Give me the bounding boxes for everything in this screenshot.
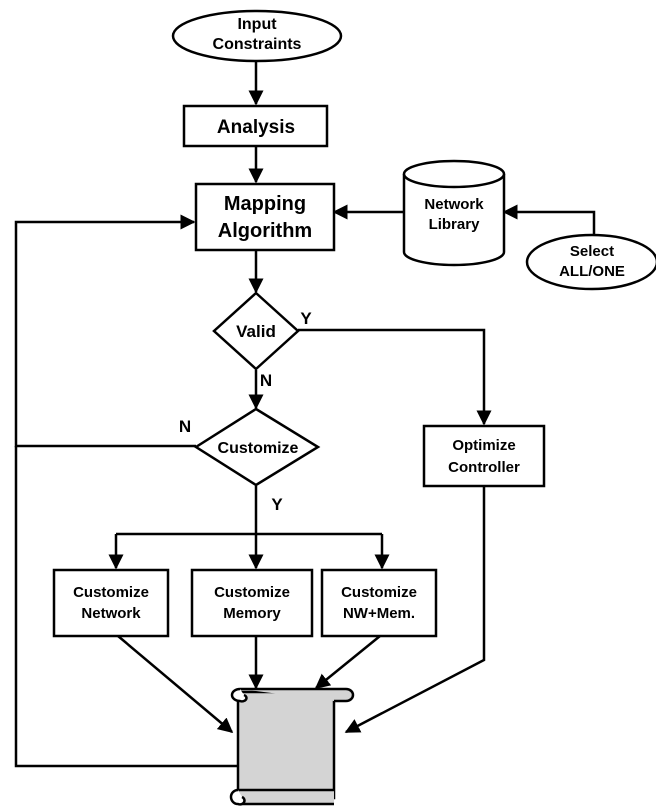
input-label-line1: Input [237,16,277,33]
customize-network-node: Customize Network [52,568,170,638]
optimize-label-line1: Optimize [452,437,515,454]
input-label-line2: Constraints [213,36,302,53]
customize-nwmem-node: Customize NW+Mem. [320,568,438,638]
edge-customize-loop-back [14,214,196,448]
network-library-node: Network Library [402,159,506,267]
customize-memory-node: Customize Memory [190,568,314,638]
valid-yes-label: Y [300,309,312,328]
edge-output-loop-back [14,446,238,768]
customize-yes-label: Y [271,495,283,514]
select-label-line2: ALL/ONE [559,263,625,280]
valid-decision-node: Valid [212,291,300,371]
optimize-controller-node: Optimize Controller [422,424,546,488]
edge-optimize-output [344,486,486,734]
analysis-node: Analysis [182,104,329,148]
select-node: Select ALL/ONE [525,233,656,291]
mapping-label-line1: Mapping [224,193,306,215]
library-label-line2: Library [429,216,481,233]
valid-no-label: N [260,371,272,390]
library-label-line1: Network [424,196,484,213]
connectors [14,58,596,768]
mapping-algorithm-node: Mapping Algorithm [194,182,336,252]
edge-network-output [117,635,234,733]
analysis-label: Analysis [217,117,295,138]
output-scroll-node [229,687,355,806]
edge-nwmem-output [314,635,381,689]
optimize-label-line2: Controller [448,459,520,476]
select-label-line1: Select [570,243,614,260]
mapping-label-line2: Algorithm [218,220,312,242]
edge-valid-optimize [298,328,492,426]
input-constraints-node: Input Constraints [171,9,343,63]
customize-label: Customize [218,440,299,457]
cust-nwmem-line1: Customize [341,584,417,601]
cust-network-line1: Customize [73,584,149,601]
customize-no-label: N [179,417,191,436]
cust-nwmem-line2: NW+Mem. [343,605,415,622]
cust-network-line2: Network [81,605,141,622]
edge-select-library [502,204,596,238]
cust-memory-line1: Customize [214,584,290,601]
cust-memory-line2: Memory [223,605,281,622]
customize-decision-node: Customize [193,407,321,487]
valid-label: Valid [236,322,276,341]
